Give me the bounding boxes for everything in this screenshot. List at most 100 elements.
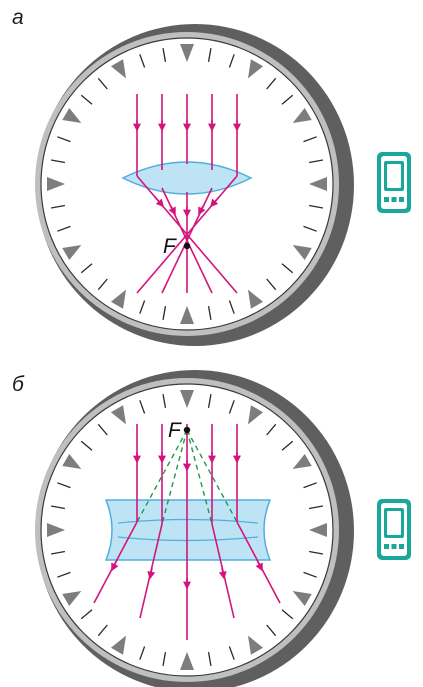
dial-triangle-marker <box>110 635 126 655</box>
dial-tick <box>281 94 294 105</box>
dial-tick <box>50 550 65 555</box>
dial-tick <box>228 54 235 68</box>
dial-tick <box>97 278 108 291</box>
ray-b-5b-arrow <box>255 559 263 572</box>
dial-tick <box>281 263 294 274</box>
dial-tick <box>309 159 324 164</box>
focal-point-a <box>183 242 191 250</box>
ray-a-4-out <box>161 187 213 294</box>
focus-label-b: F <box>168 419 182 442</box>
dial-tick <box>139 300 146 314</box>
dial-triangle-marker <box>62 591 82 607</box>
ray-a-1b-arrow <box>154 196 165 208</box>
dial-triangle-marker <box>180 390 194 408</box>
ray-b-2b-arrow <box>147 567 156 580</box>
dial-triangle-marker <box>248 405 264 425</box>
panel-label-a: а <box>12 6 24 29</box>
dial-tick <box>207 306 212 321</box>
dial-tick <box>162 393 167 408</box>
dial-tick <box>228 646 235 660</box>
dial-tick <box>207 47 212 62</box>
dial-triangle-marker <box>180 652 194 670</box>
dial-tick <box>309 505 324 510</box>
dial-tick <box>162 47 167 62</box>
diverging-lens <box>104 499 272 561</box>
dial-tick <box>309 204 324 209</box>
dial-tick <box>266 624 277 637</box>
dial-triangle-marker <box>180 44 194 62</box>
dial-tick <box>266 77 277 90</box>
dial-triangle-marker <box>292 453 312 469</box>
mobile-phone-icon-a <box>377 152 411 213</box>
dial-tick <box>228 400 235 414</box>
dial-tick <box>80 94 93 105</box>
dial-tick <box>50 204 65 209</box>
dial-tick <box>303 136 317 143</box>
ray-a-4b-arrow <box>198 205 206 216</box>
dial-tick <box>80 609 93 620</box>
ray-a-5b-arrow <box>209 196 220 208</box>
ray-b-4b-arrow <box>218 567 227 580</box>
dial-ticks-b <box>47 390 327 670</box>
dial-tick <box>162 652 167 667</box>
dial-tick <box>80 263 93 274</box>
ray-b-1b-arrow <box>111 559 119 572</box>
dial-triangle-marker <box>110 405 126 425</box>
dial-tick <box>207 393 212 408</box>
dial-tick <box>207 652 212 667</box>
dial-triangle-marker <box>62 107 82 123</box>
dial-tick <box>266 423 277 436</box>
dial-tick <box>57 571 71 578</box>
panel-b: б <box>12 370 411 687</box>
focus-label-a: F <box>163 235 177 258</box>
virtual-ray-b-2 <box>161 429 188 525</box>
dial-tick <box>50 159 65 164</box>
dial-triangle-marker <box>248 289 264 309</box>
dial-triangle-marker <box>110 59 126 79</box>
dial-tick <box>57 136 71 143</box>
dial-tick <box>228 300 235 314</box>
dial-tick <box>303 482 317 489</box>
dial-triangle-marker <box>248 59 264 79</box>
dial-tick <box>139 646 146 660</box>
ray-a-2b-arrow <box>168 205 176 216</box>
dial-triangle-marker <box>292 591 312 607</box>
dial-triangle-marker <box>180 306 194 324</box>
dial-triangle-marker <box>292 245 312 261</box>
dial-tick <box>80 440 93 451</box>
dial-tick <box>281 440 294 451</box>
dial-tick <box>281 609 294 620</box>
mobile-phone-icon-b <box>377 499 411 560</box>
dial-triangle-marker <box>248 635 264 655</box>
dial-tick <box>139 400 146 414</box>
dial-triangle-marker <box>309 177 327 191</box>
dial-triangle-marker <box>47 523 65 537</box>
dial-ticks-a <box>47 44 327 324</box>
rays-b <box>93 424 281 640</box>
dial-tick <box>266 278 277 291</box>
dial-tick <box>97 624 108 637</box>
dial-tick <box>57 482 71 489</box>
dial-tick <box>303 225 317 232</box>
panel-label-b: б <box>12 373 25 396</box>
dial-tick <box>57 225 71 232</box>
dial-tick <box>97 423 108 436</box>
focal-point-b <box>183 426 191 434</box>
dial-triangle-marker <box>110 289 126 309</box>
dial-triangle-marker <box>62 453 82 469</box>
rays-a <box>133 94 241 294</box>
dial-tick <box>97 77 108 90</box>
panel-a: а <box>12 6 411 346</box>
dial-tick <box>162 306 167 321</box>
dial-triangle-marker <box>47 177 65 191</box>
dial-tick <box>50 505 65 510</box>
dial-tick <box>303 571 317 578</box>
dial-triangle-marker <box>62 245 82 261</box>
virtual-rays-b <box>136 429 238 525</box>
virtual-ray-b-3 <box>186 429 213 525</box>
dial-triangle-marker <box>309 523 327 537</box>
dial-triangle-marker <box>292 107 312 123</box>
ray-a-5-out <box>136 175 238 294</box>
